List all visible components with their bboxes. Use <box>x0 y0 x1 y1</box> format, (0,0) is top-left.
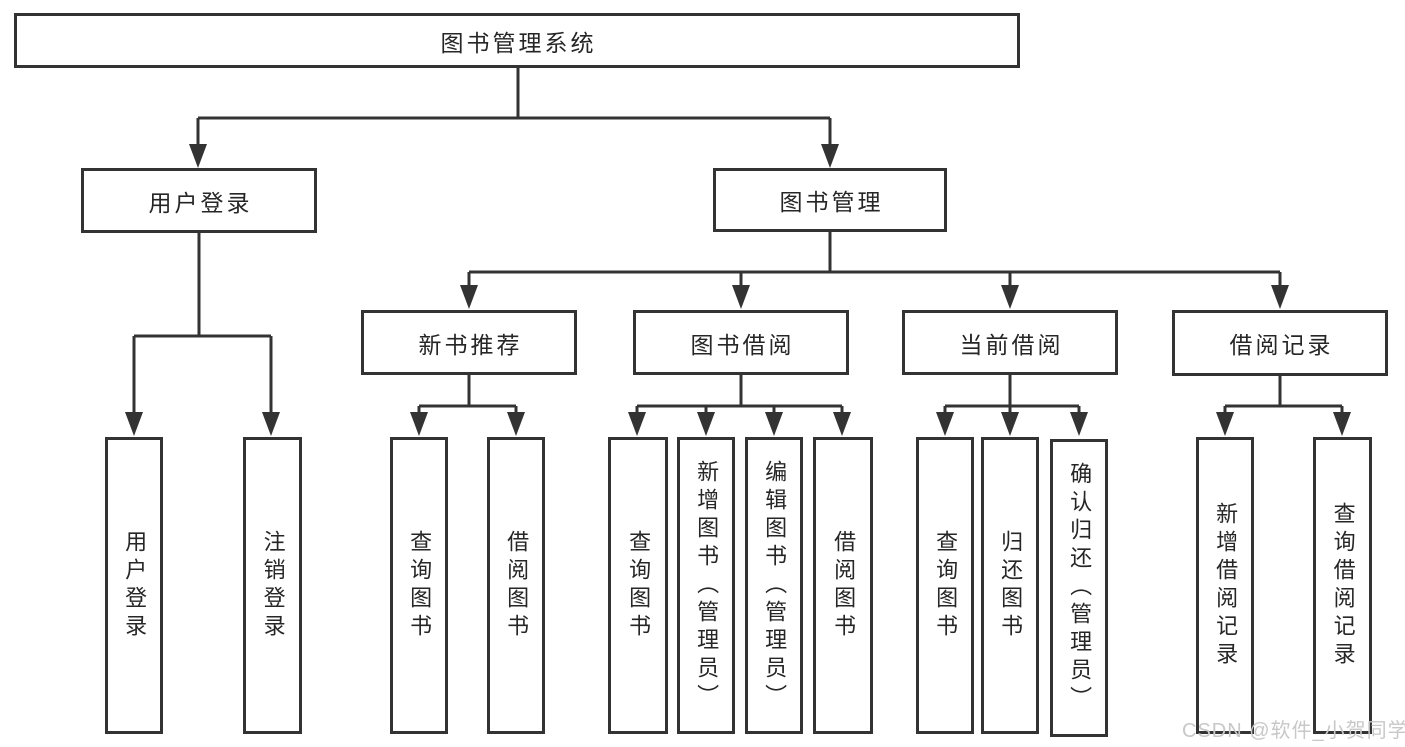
leaf-user-login: 用户登录 <box>105 437 163 734</box>
node-current-borrow: 当前借阅 <box>902 310 1118 375</box>
arrowhead <box>1216 412 1234 436</box>
leaf-query-borrow-record: 查询借阅记录 <box>1313 437 1372 734</box>
connector-new-book-branch <box>417 375 518 418</box>
leaf-logout: 注销登录 <box>243 437 302 734</box>
arrowhead <box>1001 412 1019 436</box>
node-book-management: 图书管理 <box>713 168 947 232</box>
leaf-query-books-current: 查询图书 <box>916 437 974 734</box>
leaf-add-borrow-record: 新增借阅记录 <box>1196 437 1254 734</box>
arrowhead <box>1001 285 1019 309</box>
leaf-borrow-books: 借阅图书 <box>813 437 873 734</box>
arrowhead <box>460 285 478 309</box>
arrowhead <box>1271 285 1289 309</box>
leaf-add-book-admin: 新增图书（管理员） <box>677 437 735 734</box>
arrowhead <box>732 285 750 309</box>
arrowhead <box>936 412 954 436</box>
node-user-login: 用户登录 <box>81 168 317 233</box>
connector-book-borrow-branch <box>635 375 844 418</box>
node-new-book-recommend: 新书推荐 <box>361 310 577 375</box>
arrowhead <box>410 412 428 436</box>
arrowhead <box>821 144 839 168</box>
connector-borrow-records-branch <box>1223 375 1344 418</box>
leaf-borrow-books-recommend: 借阅图书 <box>487 437 545 734</box>
leaf-edit-book-admin: 编辑图书（管理员） <box>745 437 803 734</box>
arrowhead <box>125 412 143 436</box>
arrowhead <box>1333 412 1351 436</box>
arrowhead <box>1070 412 1088 436</box>
arrowhead <box>628 412 646 436</box>
leaf-query-books-recommend: 查询图书 <box>390 437 448 734</box>
arrowhead <box>765 412 783 436</box>
leaf-confirm-return-admin: 确认归还（管理员） <box>1050 439 1108 737</box>
connector-user-login-branch <box>132 233 273 418</box>
csdn-watermark: CSDN @软件_小贺同学 <box>1182 720 1405 742</box>
arrowhead <box>262 412 280 436</box>
connector-book-management-branch <box>467 232 1282 291</box>
leaf-return-books: 归还图书 <box>981 437 1039 734</box>
node-borrow-records: 借阅记录 <box>1172 310 1388 376</box>
connector-root-branch <box>196 68 832 150</box>
arrowhead <box>697 412 715 436</box>
node-book-borrow: 图书借阅 <box>633 310 849 375</box>
arrowhead <box>507 412 525 436</box>
node-library-system-root: 图书管理系统 <box>14 13 1020 68</box>
connector-current-borrow-branch <box>943 375 1081 418</box>
arrowhead <box>833 412 851 436</box>
leaf-query-books-borrow: 查询图书 <box>608 437 668 734</box>
arrowhead <box>189 144 207 168</box>
